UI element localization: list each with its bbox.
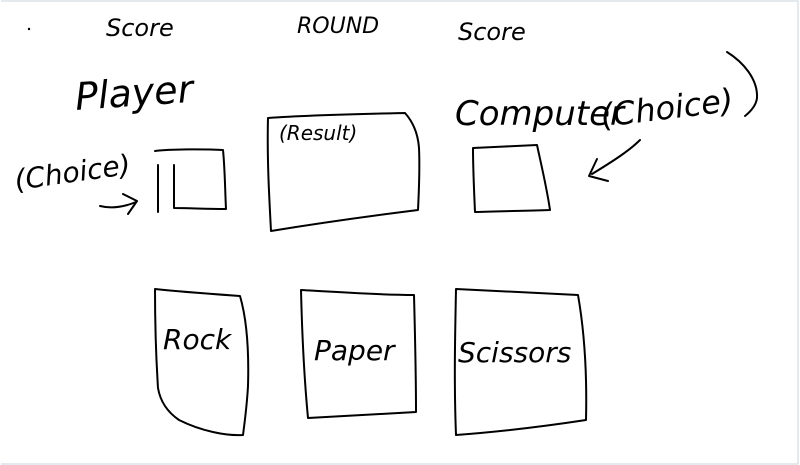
player-choice-arrowhead-icon xyxy=(122,193,138,215)
round-label: ROUND xyxy=(297,14,379,39)
player-choice-label: (Choice) xyxy=(12,148,132,197)
rock-button-outline xyxy=(154,288,250,437)
stray-dot xyxy=(27,27,31,31)
computer-score-label: Score xyxy=(458,18,526,46)
computer-choice-box xyxy=(472,144,551,213)
scissors-button[interactable]: Scissors xyxy=(458,336,571,369)
result-box xyxy=(266,112,421,232)
player-choice-arrow-icon xyxy=(99,201,137,209)
paper-button-outline xyxy=(300,289,417,419)
player-label: Player xyxy=(74,67,197,119)
computer-choice-arrowhead-icon xyxy=(588,158,609,182)
player-choice-box xyxy=(154,148,227,213)
computer-choice-arrow-icon xyxy=(591,139,641,175)
computer-choice-label: (Choice) xyxy=(598,81,735,135)
player-score-label: Score xyxy=(106,14,174,42)
computer-choice-bracket xyxy=(726,51,759,117)
scissors-button-outline xyxy=(453,288,588,436)
rock-button[interactable]: Rock xyxy=(163,323,233,356)
result-label: (Result) xyxy=(279,121,357,145)
computer-label: Computer xyxy=(455,94,626,134)
paper-button[interactable]: Paper xyxy=(314,334,396,367)
